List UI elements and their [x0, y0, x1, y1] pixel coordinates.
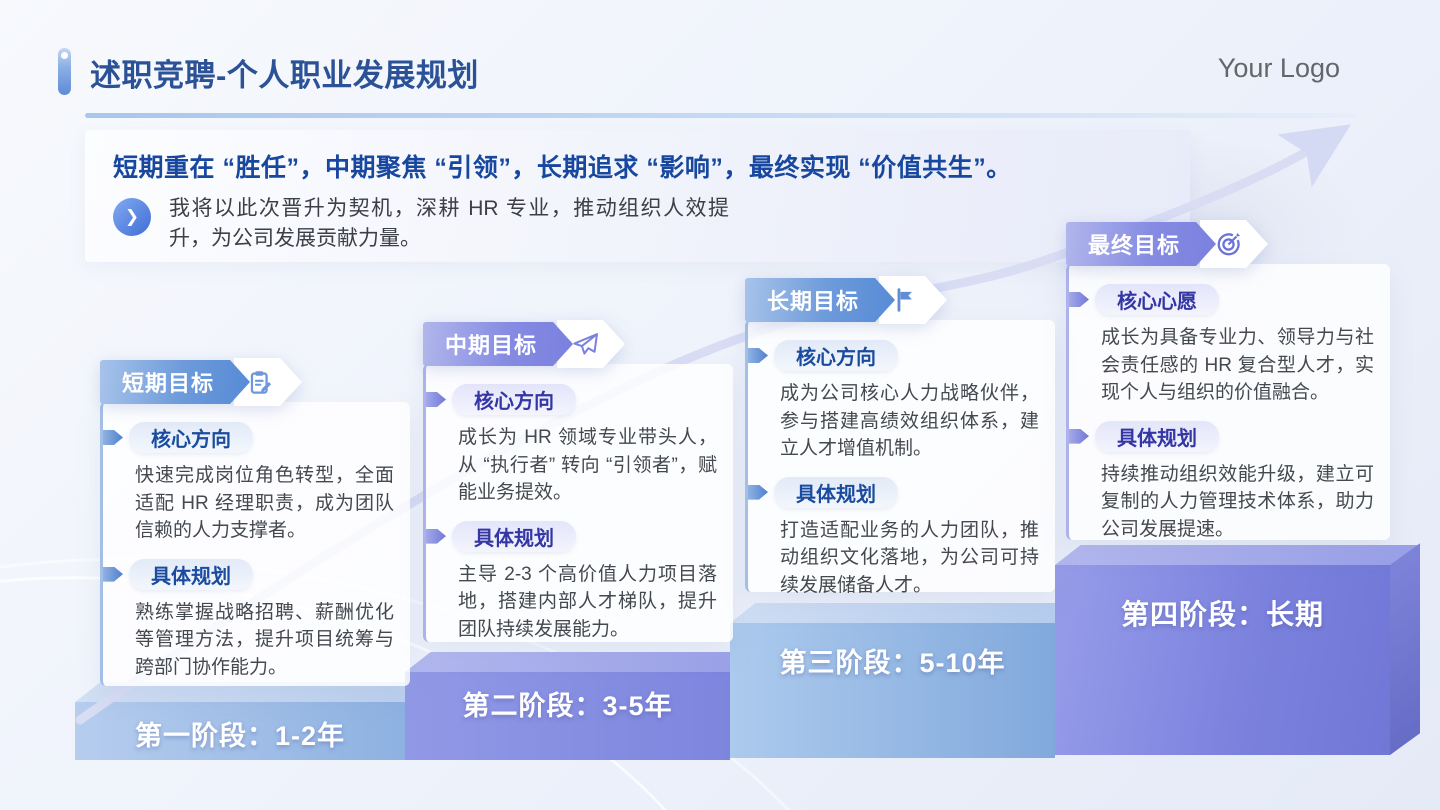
chevron-right-icon: ❯	[113, 198, 151, 236]
stage-title: 最终目标	[1066, 222, 1216, 266]
stage-ribbon-final: 最终目标	[1066, 220, 1268, 268]
arrow-marker-icon	[748, 484, 768, 500]
section-text: 持续推动组织效能升级，建立可复制的人力管理技术体系，助力公司发展提速。	[1101, 463, 1374, 540]
phase-step-4: 第四阶段：长期	[1055, 543, 1421, 755]
section-label: 具体规划	[774, 476, 898, 508]
title-accent-bar	[58, 48, 71, 95]
section-text: 成长为具备专业力、领导力与社会责任感的 HR 复合型人才，实现个人与组织的价值融…	[1101, 327, 1374, 404]
step-front-face: 第三阶段：5-10年	[730, 623, 1055, 758]
stage-card-final: 核心心愿 成长为具备专业力、领导力与社会责任感的 HR 复合型人才，实现个人与组…	[1066, 264, 1390, 540]
section-text: 熟练掌握战略招聘、薪酬优化等管理方法，提升项目统筹与跨部门协作能力。	[135, 601, 394, 678]
section-label: 核心方向	[452, 384, 576, 415]
section-text: 主导 2-3 个高价值人力项目落地，搭建内部人才梯队，提升团队持续发展能力。	[458, 563, 717, 640]
stage-ribbon-mid-term: 中期目标	[423, 320, 625, 368]
section-label: 核心心愿	[1095, 284, 1219, 315]
stage-card-long-term: 核心方向 成为公司核心人力战略伙伴，参与搭建高绩效组织体系，建立人才增值机制。 …	[745, 320, 1055, 596]
step-front-face: 第二阶段：3-5年	[405, 672, 730, 760]
section-text: 打造适配业务的人力团队，推动组织文化落地，为公司可持续发展储备人才。	[780, 519, 1039, 596]
step-top-face	[405, 652, 756, 672]
section-label: 核心方向	[774, 340, 898, 371]
phase-label: 第二阶段：3-5年	[462, 691, 673, 721]
section-text: 快速完成岗位角色转型，全面适配 HR 经理职责，成为团队信赖的人力支撑者。	[135, 465, 394, 542]
section-label: 具体规划	[129, 558, 253, 590]
arrow-marker-icon	[426, 528, 446, 544]
arrow-marker-icon	[748, 348, 768, 363]
phase-label: 第一阶段：1-2年	[134, 721, 346, 751]
section-text: 成为公司核心人力战略伙伴，参与搭建高绩效组织体系，建立人才增值机制。	[780, 383, 1039, 460]
arrow-marker-icon	[1069, 292, 1089, 307]
stage-ribbon-long-term: 长期目标	[745, 276, 947, 324]
step-front-face: 第一阶段：1-2年	[75, 702, 405, 760]
arrow-marker-icon	[103, 430, 123, 445]
stage-ribbon-short-term: 短期目标	[100, 358, 302, 406]
step-side-face	[1390, 543, 1420, 755]
stage-title: 长期目标	[745, 278, 895, 322]
arrow-marker-icon	[426, 392, 446, 407]
phase-label: 第四阶段：长期	[1120, 599, 1324, 630]
intro-banner: 短期重在 “胜任”，中期聚焦 “引领”，长期追求 “影响”，最终实现 “价值共生…	[85, 130, 1190, 262]
phase-step-3: 第三阶段：5-10年	[730, 603, 1081, 758]
section-label: 具体规划	[452, 520, 576, 552]
logo-placeholder: Your Logo	[1217, 53, 1340, 83]
step-top-face	[730, 603, 1081, 623]
section-label: 具体规划	[1095, 420, 1219, 452]
section-text: 成长为 HR 领域专业带头人，从 “执行者” 转向 “引领者”，赋能业务提效。	[458, 427, 717, 504]
arrow-marker-icon	[1069, 428, 1089, 444]
phase-step-2: 第二阶段：3-5年	[405, 652, 756, 760]
stage-title: 短期目标	[100, 360, 250, 404]
step-top-face	[1055, 545, 1421, 565]
phase-step-1: 第一阶段：1-2年	[75, 682, 431, 760]
intro-description: 我将以此次晋升为契机，深耕 HR 专业，推动组织人效提升，为公司发展贡献力量。	[169, 197, 729, 250]
arrow-marker-icon	[103, 566, 123, 582]
intro-headline: 短期重在 “胜任”，中期聚焦 “引领”，长期追求 “影响”，最终实现 “价值共生…	[113, 154, 1012, 182]
section-label: 核心方向	[129, 422, 253, 453]
header-divider	[85, 113, 1357, 118]
page-title: 述职竞聘-个人职业发展规划	[90, 58, 479, 93]
phase-label: 第三阶段：5-10年	[779, 648, 1006, 678]
stage-title: 中期目标	[423, 322, 573, 366]
step-front-face: 第四阶段：长期	[1055, 565, 1390, 755]
stage-card-mid-term: 核心方向 成长为 HR 领域专业带头人，从 “执行者” 转向 “引领者”，赋能业…	[423, 364, 733, 642]
stage-card-short-term: 核心方向 快速完成岗位角色转型，全面适配 HR 经理职责，成为团队信赖的人力支撑…	[100, 402, 410, 686]
